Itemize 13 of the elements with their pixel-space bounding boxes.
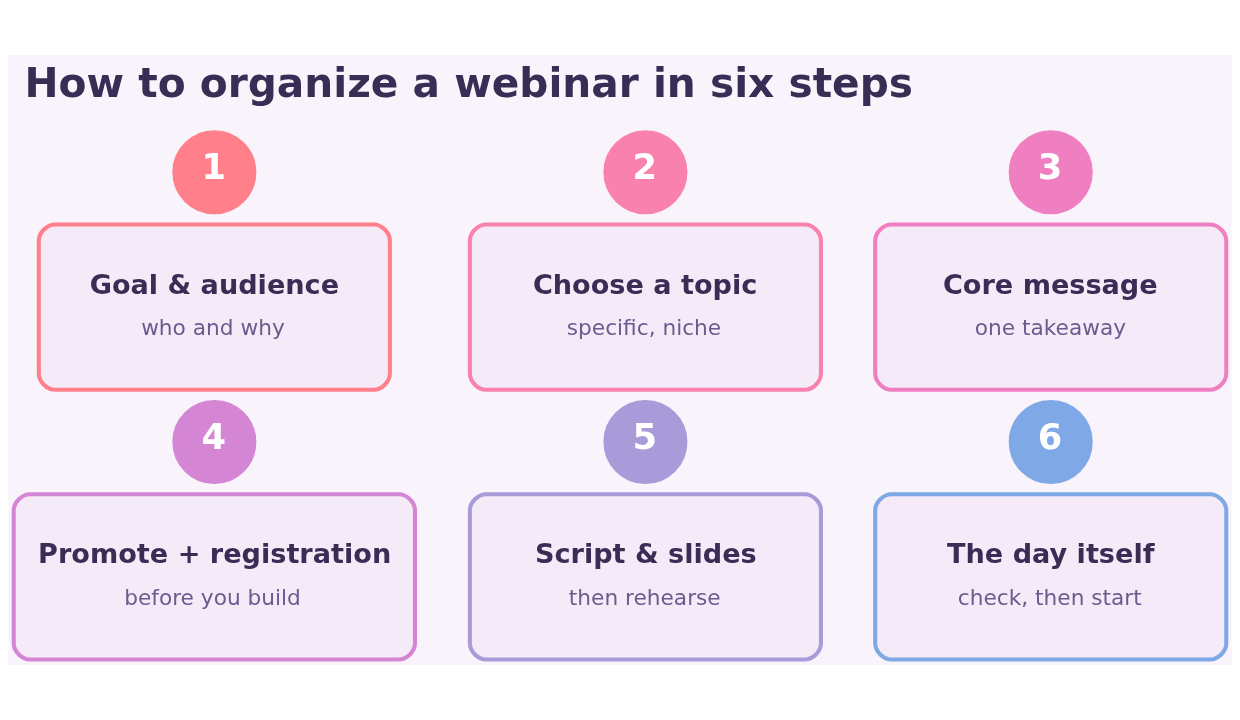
node-circle: 4 bbox=[172, 400, 257, 485]
node-box: Script & slides then rehearse bbox=[467, 492, 823, 662]
diagram-title: How to organize a webinar in six steps bbox=[24, 59, 913, 108]
node-box: The day itself check, then start bbox=[873, 492, 1229, 662]
node-circle: 3 bbox=[1008, 130, 1093, 215]
node-box: Choose a topic specific, niche bbox=[467, 222, 823, 392]
node-circle: 5 bbox=[603, 400, 688, 485]
node-box: Promote + registration before you build bbox=[11, 492, 417, 662]
node-circle: 2 bbox=[603, 130, 688, 215]
node-box: Core message one takeaway bbox=[873, 222, 1229, 392]
node-box: Goal & audience who and why bbox=[36, 222, 392, 392]
node-circle: 6 bbox=[1008, 400, 1093, 485]
node-circle: 1 bbox=[172, 130, 257, 215]
